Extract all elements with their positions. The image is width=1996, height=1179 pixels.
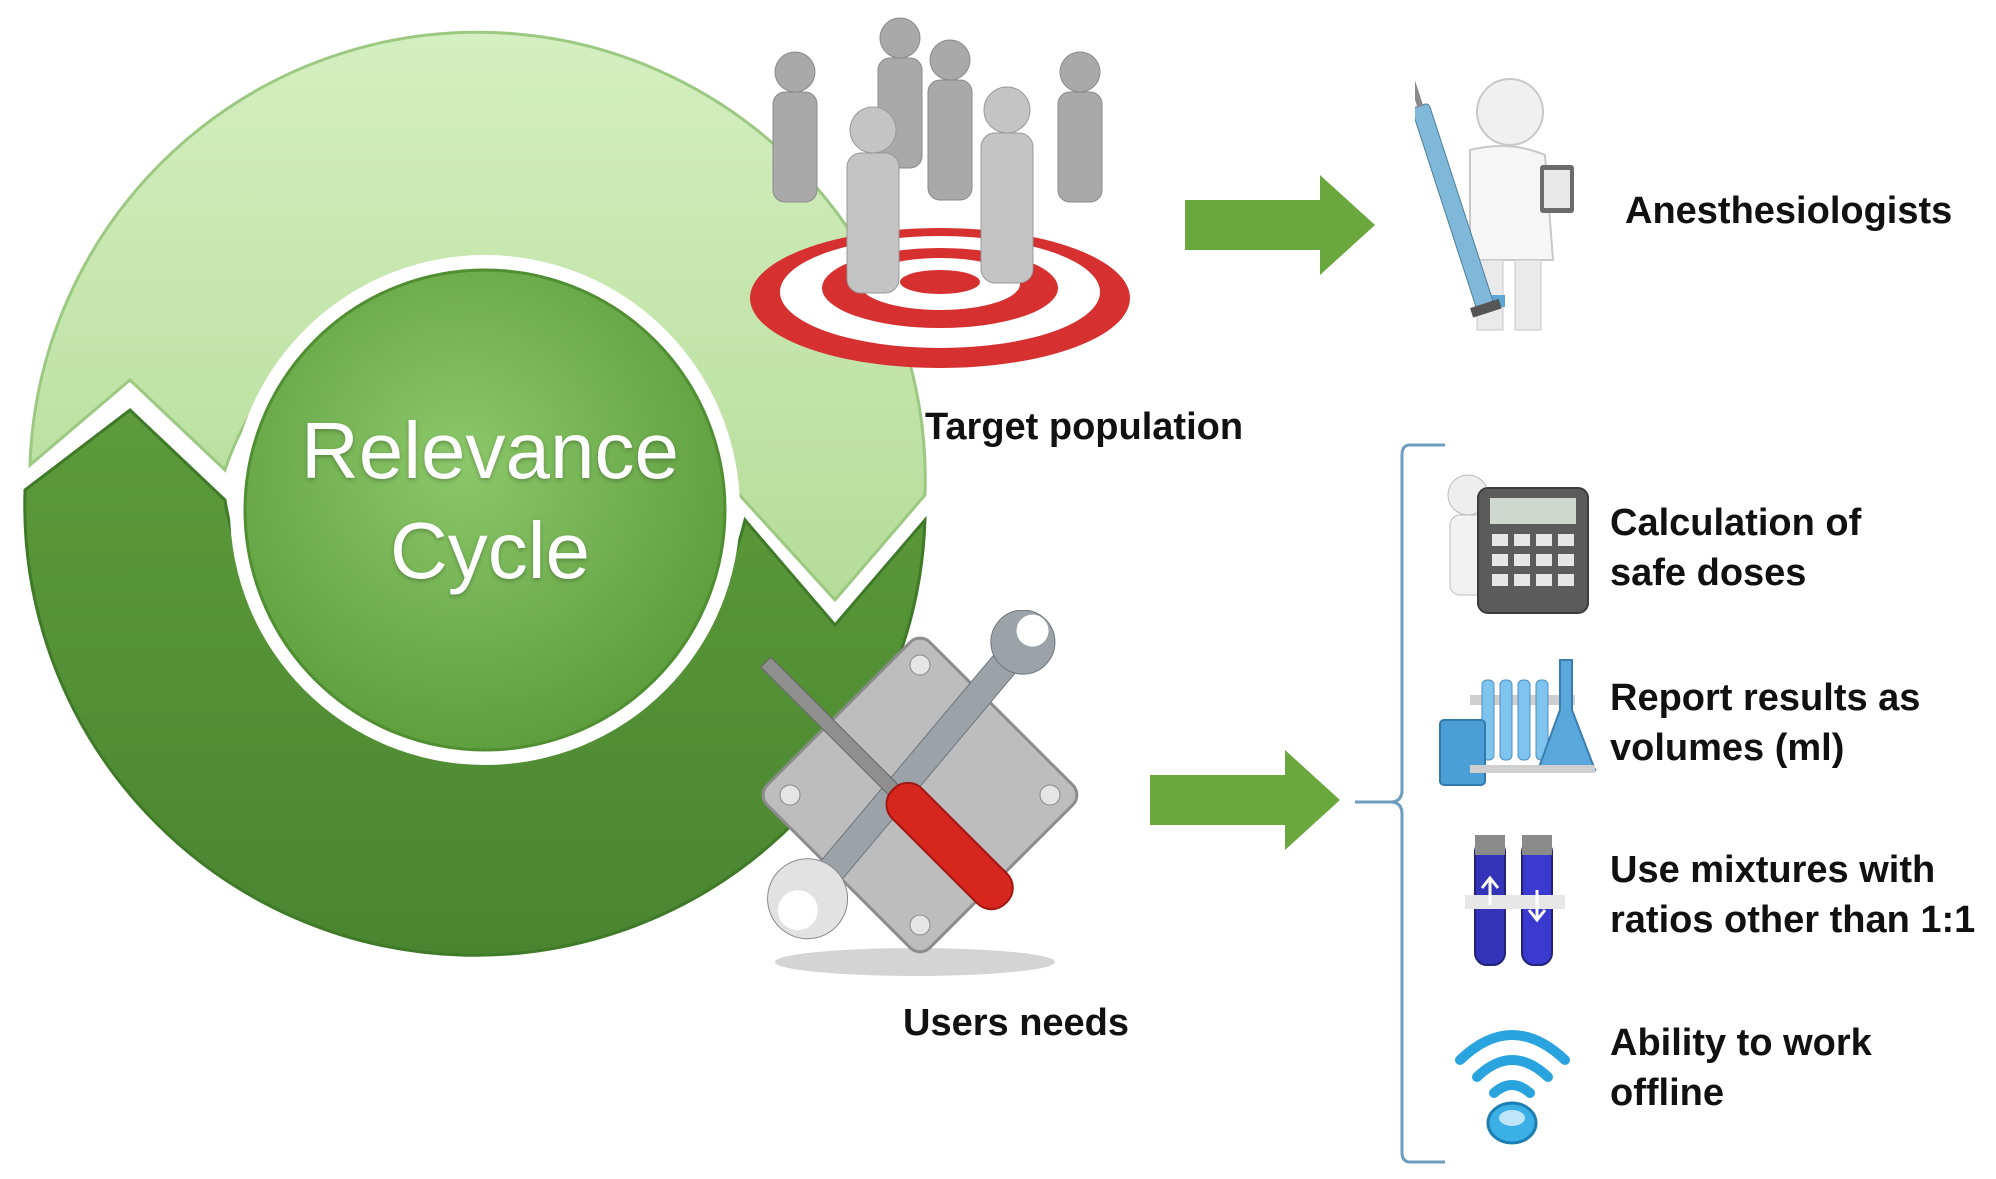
relevance-cycle-diagram [23, 30, 927, 957]
need-2-line1: Report results as [1610, 677, 1921, 719]
calculator-icon [1447, 474, 1589, 614]
users-needs-label: Users needs [903, 1002, 1130, 1044]
wifi-icon [1455, 1030, 1570, 1145]
need-3-line2: ratios other than 1:1 [1610, 899, 1976, 941]
need-3-line1: Use mixtures with [1610, 849, 1936, 891]
need-4-line1: Ability to work [1610, 1022, 1872, 1064]
arrow-right-icon [1185, 175, 1375, 275]
target-population-label: Target population [925, 406, 1244, 448]
need-1-line1: Calculation of [1610, 502, 1862, 544]
lab-glassware-icon [1439, 659, 1597, 786]
people-on-target-icon [750, 17, 1130, 368]
cycle-center-circle [243, 268, 727, 752]
doctor-with-syringe-icon [1415, 78, 1574, 331]
arrow-right-icon [1150, 750, 1340, 850]
bracket-icon [1355, 443, 1445, 1164]
tools-icon [760, 610, 1079, 976]
need-2-line2: volumes (ml) [1610, 727, 1845, 769]
cycle-title-line1: Relevance [300, 406, 679, 495]
need-1-line2: safe doses [1610, 552, 1807, 594]
cycle-title-line2: Cycle [389, 506, 591, 595]
test-tubes-icon [1465, 835, 1565, 966]
anesthesiologists-label: Anesthesiologists [1625, 190, 1953, 232]
need-4-line2: offline [1610, 1072, 1724, 1114]
